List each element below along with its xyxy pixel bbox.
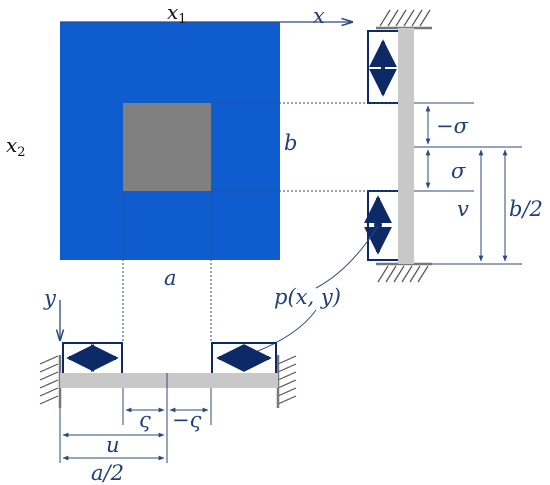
minus-zeta-label: −ς: [172, 408, 202, 432]
x1-label: x1: [167, 0, 187, 27]
vertical-strip-group: [364, 8, 432, 283]
plate-hole: [123, 103, 211, 191]
b-label: b: [284, 131, 297, 155]
p-leader-to-horizontal: [244, 309, 317, 357]
projection-lines: [211, 102, 522, 265]
y-axis-label: y: [43, 286, 57, 310]
downward-projections: [59, 191, 212, 463]
bottom-load-box: [367, 190, 398, 261]
bottom-support-hatch: [377, 265, 429, 283]
vertical-dimensions: [425, 105, 508, 262]
right-support-hatch: [277, 355, 297, 405]
horizontal-strip: [60, 373, 278, 388]
vertical-strip: [398, 28, 414, 264]
left-support-hatch: [39, 355, 59, 405]
horizontal-dimensions: [62, 407, 209, 461]
x2-label: x2: [6, 133, 26, 160]
p-label: p(x, y): [274, 285, 341, 309]
plate-group: [60, 22, 352, 340]
a-half-label: a/2: [91, 461, 124, 485]
b-half-label: b/2: [509, 197, 543, 221]
u-label: u: [106, 433, 120, 457]
sigma-label: σ: [451, 159, 466, 183]
minus-sigma-label: −σ: [436, 114, 469, 138]
right-load-box: [211, 342, 277, 373]
top-support-hatch: [379, 9, 431, 27]
zeta-label: ς: [139, 408, 151, 432]
a-label: a: [164, 266, 177, 290]
v-label: v: [457, 197, 469, 221]
p-leader-to-vertical: [315, 225, 379, 289]
x-axis-label: x: [313, 4, 325, 28]
load-point-marker: [374, 221, 382, 229]
left-load-box: [62, 342, 123, 373]
horizontal-strip-group: [39, 342, 297, 408]
